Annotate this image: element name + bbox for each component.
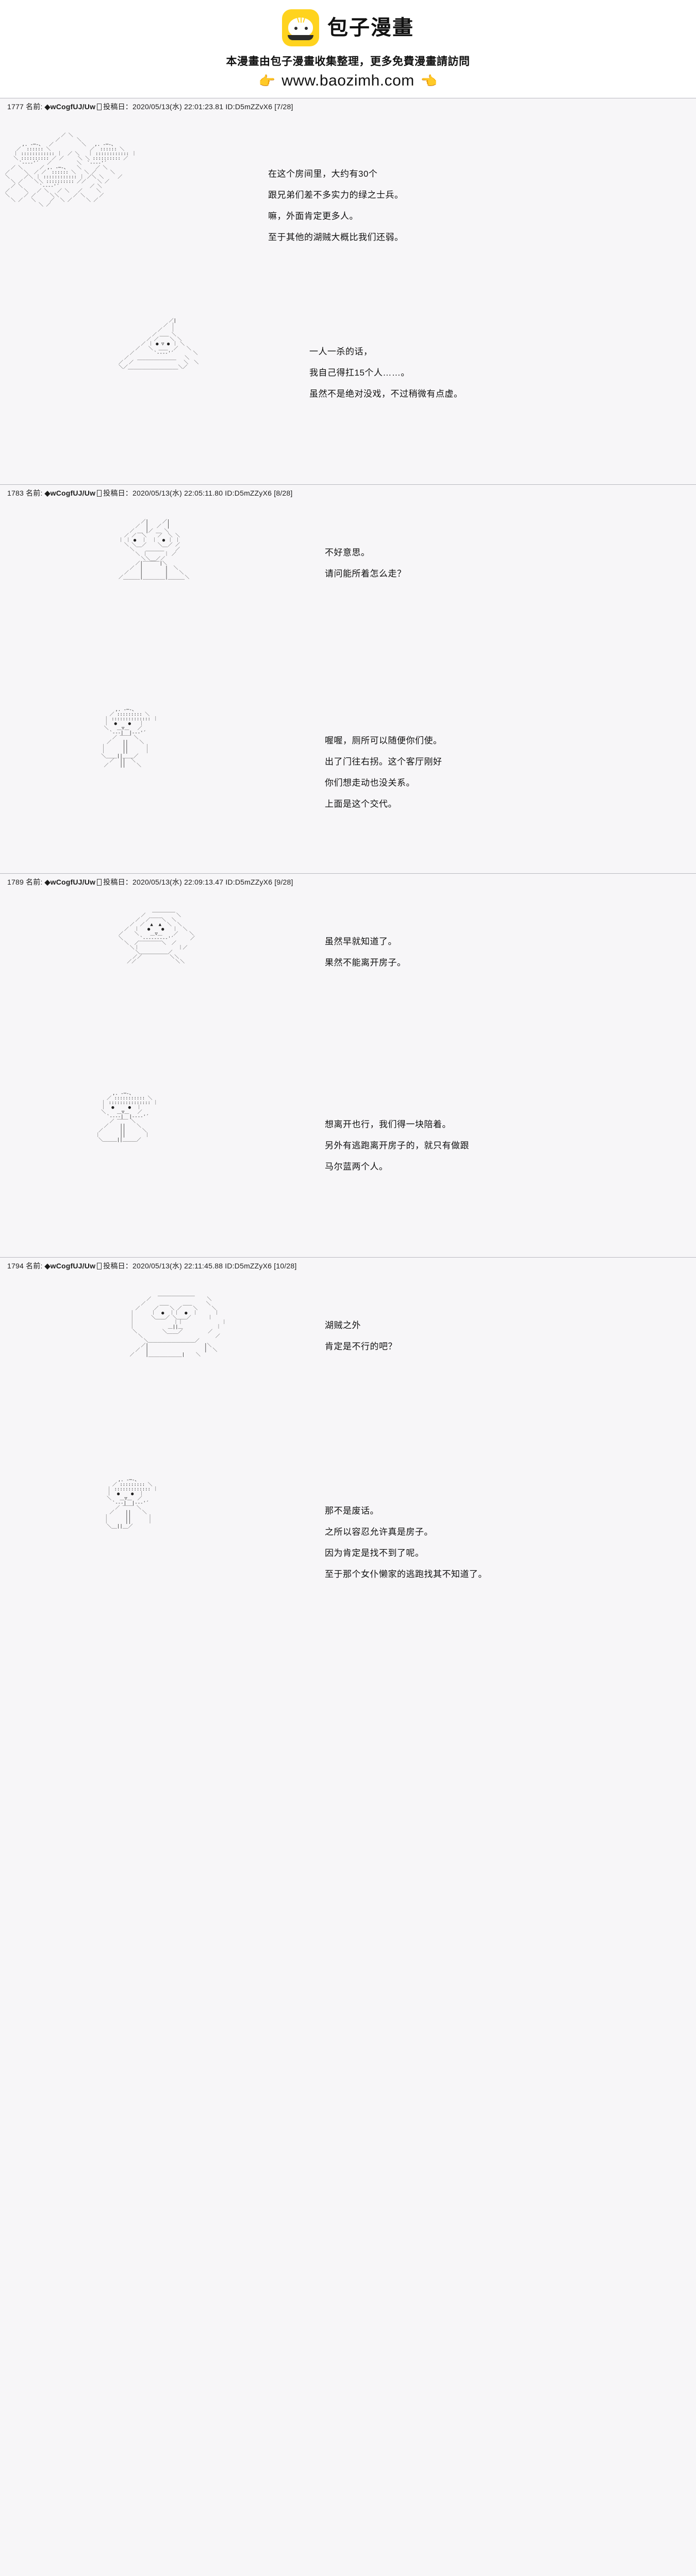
- post-number: 1789: [7, 878, 24, 886]
- post: 1783 名前: ◆wCogfUJ/Uw 投稿日：2020/05/13(水) 22…: [0, 484, 696, 873]
- post-body: ／ ＼ ／ ＼ ,. -─-、 ／ ＼ ,. -─-、 ／ :::::: ＼ ／…: [0, 114, 696, 484]
- dialogue-text: 一人一杀的话， 我自己得扛15个人……。 虽然不是绝对没戏，不过稍微有点虚。: [309, 347, 463, 399]
- post-scene: ＿＿＿＿＿＿＿＿ ／ ＼ ／ ＿＿ ＿＿ ＼ ／ ／ ＼ ／ ＼ ＼ ｜ ｜ ●…: [0, 1279, 696, 1464]
- post: 1777 名前: ◆wCogfUJ/Uw 投稿日：2020/05/13(水) 22…: [0, 98, 696, 484]
- post-name-label: 名前:: [26, 103, 43, 111]
- post-date-label: 投稿日：: [103, 878, 132, 886]
- post-number: 1794: [7, 1262, 24, 1270]
- post-scene: ,. -─-、 ／ ::::::::: ＼ ｜ :::::::::::::: ｜…: [0, 694, 696, 864]
- post-number: 1783: [7, 489, 24, 497]
- post-date: 2020/05/13(水) 22:01:23.81: [132, 103, 224, 111]
- bracket-box-icon: [97, 879, 102, 886]
- post-body: ＿＿＿＿＿ ／ ＼ ／ ／‾‾‾‾＼ ＼ ／ ／ ▲ ▲ ＼ ＼ ／ ｜ ● ●…: [0, 890, 696, 1257]
- banner-url-row: 👉 www.baozimh.com 👈: [0, 72, 696, 90]
- post-header: 1794 名前: ◆wCogfUJ/Uw 投稿日：2020/05/13(水) 22…: [0, 1257, 696, 1274]
- post: 1794 名前: ◆wCogfUJ/Uw 投稿日：2020/05/13(水) 22…: [0, 1257, 696, 1643]
- dialogue-text: 不好意思。 请问能所着怎么走？: [325, 548, 406, 579]
- post-tripcode: ◆wCogfUJ/Uw: [44, 878, 96, 886]
- post-index: [9/28]: [274, 878, 293, 886]
- post-header: 1783 名前: ◆wCogfUJ/Uw 投稿日：2020/05/13(水) 22…: [0, 484, 696, 501]
- post-name-label: 名前:: [26, 1262, 43, 1270]
- dialogue-text: 湖贼之外 肯定是不行的吧？: [325, 1320, 397, 1351]
- pointing-hand-left-icon: 👈: [420, 73, 438, 89]
- dialogue-text: 在这个房间里，大约有30个 跟兄弟们差不多实力的绿之士兵。 嘛，外面肯定更多人。…: [268, 169, 404, 242]
- site-title: 包子漫畫: [327, 16, 414, 39]
- post-date: 2020/05/13(水) 22:05:11.80: [132, 489, 223, 497]
- post-scene: ,. -─-、 ／ ::::::::: ＼ ｜ ::::::::::::: ｜ …: [0, 1464, 696, 1634]
- post-header: 1789 名前: ◆wCogfUJ/Uw 投稿日：2020/05/13(水) 22…: [0, 873, 696, 890]
- post-name-label: 名前:: [26, 489, 43, 497]
- post-index: [7/28]: [274, 103, 293, 111]
- post-scene: ／ ＼ ／ ＼ ,. -─-、 ／ ＼ ,. -─-、 ／ :::::: ＼ ／…: [0, 120, 696, 305]
- banner-logo-row: 包子漫畫: [0, 9, 696, 46]
- bracket-box-icon: [97, 104, 102, 110]
- dialogue-text: 虽然早就知道了。 果然不能离开房子。: [325, 937, 406, 968]
- post: 1789 名前: ◆wCogfUJ/Uw 投稿日：2020/05/13(水) 22…: [0, 873, 696, 1257]
- post-index: [8/28]: [274, 489, 293, 497]
- post-id: ID:D5mZZvX6: [225, 103, 273, 111]
- post-date: 2020/05/13(水) 22:09:13.47: [132, 878, 224, 886]
- dialogue-text: 喔喔，厕所可以随便你们使。 出了门往右拐。这个客厅刚好 你们想走动也没关系。 上…: [325, 736, 442, 809]
- post-scene: ／| ／| ／ | ／ | ／ __ |／ __ ＼ ／ ／ ＼ ／ ＼ ＼ ｜…: [0, 506, 696, 694]
- ascii-art-standing-man-robe: ,. -─-、 ／ ::::::::: ＼ ｜ :::::::::::::: ｜…: [101, 707, 158, 768]
- ascii-art-bowing-figure: ,. -─-、 ／ ::::::::: ＼ ｜ ::::::::::::: ｜ …: [104, 1478, 158, 1529]
- post-number: 1777: [7, 103, 24, 111]
- comic-page: 包子漫畫 本漫畫由包子漫畫收集整理，更多免費漫畫請訪問 👉 www.baozim…: [0, 0, 696, 1643]
- baozi-bun-logo-icon: [282, 9, 319, 46]
- pointing-hand-right-icon: 👉: [258, 73, 276, 89]
- bracket-box-icon: [97, 1263, 102, 1269]
- bracket-box-icon: [97, 490, 102, 497]
- post-scene: ＿＿＿＿＿ ／ ＼ ／ ／‾‾‾‾＼ ＼ ／ ／ ▲ ▲ ＼ ＼ ／ ｜ ● ●…: [0, 895, 696, 1078]
- banner-subtitle: 本漫畫由包子漫畫收集整理，更多免費漫畫請訪問: [226, 56, 470, 67]
- post-header: 1777 名前: ◆wCogfUJ/Uw 投稿日：2020/05/13(水) 22…: [0, 98, 696, 114]
- ascii-art-person-with-hat: ,. -─-、 ／ ::::::::::: ＼ ｜ ::::::::::::::…: [95, 1091, 158, 1143]
- post-tripcode: ◆wCogfUJ/Uw: [44, 103, 96, 111]
- post-date-label: 投稿日：: [103, 1262, 132, 1270]
- post-body: ＿＿＿＿＿＿＿＿ ／ ＼ ／ ＿＿ ＿＿ ＼ ／ ／ ＼ ／ ＼ ＼ ｜ ｜ ●…: [0, 1274, 696, 1643]
- post-date-label: 投稿日：: [103, 103, 132, 111]
- post-date-label: 投稿日：: [103, 489, 132, 497]
- dialogue-text: 那不是废话。 之所以容忍允许真是房子。 因为肯定是找不到了呢。 至于那个女仆懒家…: [325, 1506, 487, 1579]
- post-name-label: 名前:: [26, 878, 43, 886]
- post-date: 2020/05/13(水) 22:11:45.88: [132, 1262, 223, 1270]
- post-scene: ,. -─-、 ／ ::::::::::: ＼ ｜ ::::::::::::::…: [0, 1078, 696, 1248]
- post-body: ／| ／| ／ | ／ | ／ __ |／ __ ＼ ／ ／ ＼ ／ ＼ ＼ ｜…: [0, 501, 696, 873]
- ascii-art-large-face-portrait: ＿＿＿＿＿＿＿＿ ／ ＼ ／ ＿＿ ＿＿ ＼ ／ ／ ＼ ／ ＼ ＼ ｜ ｜ ●…: [129, 1292, 227, 1358]
- post-id: ID:D5mZZyX6: [225, 878, 273, 886]
- site-banner: 包子漫畫 本漫畫由包子漫畫收集整理，更多免費漫畫請訪問 👉 www.baozim…: [0, 0, 696, 98]
- dialogue-text: 想离开也行，我们得一块陪着。 另外有逃跑离开房子的，就只有做跟 马尔蓝两个人。: [325, 1120, 469, 1172]
- post-id: ID:D5mZZyX6: [225, 489, 272, 497]
- post-tripcode: ◆wCogfUJ/Uw: [44, 1262, 96, 1270]
- ascii-art-crowd-of-bandits: ／ ＼ ／ ＼ ,. -─-、 ／ ＼ ,. -─-、 ／ :::::: ＼ ／…: [5, 133, 137, 208]
- site-url: www.baozimh.com: [281, 72, 415, 89]
- post-tripcode: ◆wCogfUJ/Uw: [44, 489, 96, 497]
- post-index: [10/28]: [274, 1262, 297, 1270]
- post-id: ID:D5mZZyX6: [225, 1262, 272, 1270]
- ascii-art-armored-warrior: ／| ／| ／ | ／ | ／ __ |／ __ ＼ ／ ／ ＼ ／ ＼ ＼ ｜…: [119, 519, 190, 580]
- ascii-art-hooded-figure-mountain: ／| ／ ｜ ／ ｜ ／ ＿＿ ＼ ／ ／ ＼ ＼ ／ ｜ ● ▽ ● ｜ ＼ …: [119, 318, 199, 370]
- ascii-art-winged-creature: ＿＿＿＿＿ ／ ＼ ／ ／‾‾‾‾＼ ＼ ／ ／ ▲ ▲ ＼ ＼ ／ ｜ ● ●…: [119, 908, 195, 964]
- post-scene: ／| ／ ｜ ／ ｜ ／ ＿＿ ＼ ／ ／ ＼ ＼ ／ ｜ ● ▽ ● ｜ ＼ …: [0, 305, 696, 475]
